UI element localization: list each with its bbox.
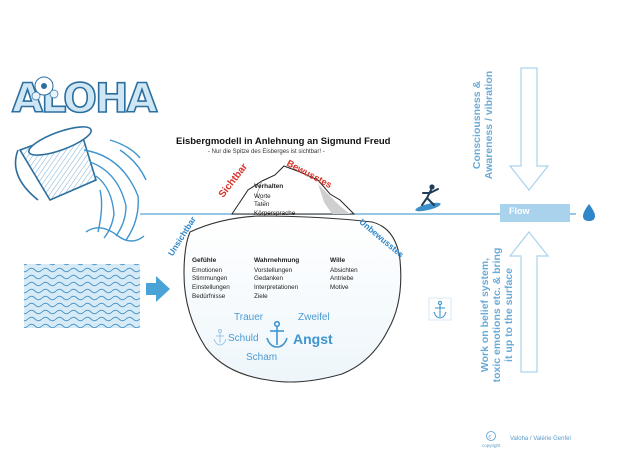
emotion-trauer: Trauer (234, 312, 264, 323)
arrow-up-icon (508, 231, 550, 373)
tip-heading: Verhalten (254, 183, 284, 190)
bucket-icon (14, 126, 97, 202)
emotion-angst: Angst (293, 331, 333, 347)
list-item: Absichten (330, 266, 358, 274)
list-item: Vorstellungen (254, 266, 293, 274)
emotion-schuld: Schuld (228, 333, 259, 344)
svg-text:c: c (488, 434, 491, 441)
pouring-water-icon (83, 139, 147, 242)
flow-label: Flow (509, 206, 530, 216)
list-item: Bedürfnisse (192, 292, 226, 300)
list-item: Emotionen (192, 266, 223, 274)
column-heading: Wahrnehmung (254, 257, 300, 264)
column-wille: Wille Absichten Antriebe Motive (330, 257, 358, 293)
list-item: Einstellungen (192, 284, 230, 291)
iceberg-underwater (183, 215, 402, 383)
list-item: Taten (254, 201, 270, 209)
list-item: Körpersprache (254, 210, 296, 217)
surfer-icon (415, 184, 441, 212)
water-block (24, 264, 140, 328)
list-item: Gedanken (254, 275, 284, 283)
aloha-logo: ALOHA (11, 75, 160, 123)
tip-list: Verhalten Worte Taten Körpersprache (254, 183, 295, 219)
list-item: Antriebe (330, 275, 354, 283)
emotion-zweifel: Zweifel (298, 312, 330, 323)
tip-items: Worte Taten Körpersprache (254, 193, 295, 219)
anchor-outline-icon (428, 297, 452, 321)
arrow-down-icon (508, 67, 550, 191)
column-gefuehle: Gefühle Emotionen Stimmungen Einstellung… (192, 257, 230, 301)
arrow-right-icon (146, 276, 170, 302)
list-item: Worte (254, 192, 271, 200)
water-drop-icon (583, 204, 595, 221)
diagram-title: Eisbergmodell in Anlehnung an Sigmund Fr… (176, 136, 391, 147)
iceberg-tip (231, 165, 356, 215)
small-anchor-icon (213, 329, 227, 346)
flow-bar (500, 204, 570, 222)
credit-text: Valoha / Valérie Genfel (510, 436, 571, 442)
list-item: Motive (330, 284, 349, 291)
diagram-subtitle: - Nur die Spitze des Eisberges ist sicht… (208, 149, 325, 155)
list-item: Stimmungen (192, 275, 228, 283)
belief-system-text: Work on belief system, toxic emotions et… (479, 247, 515, 383)
anchor-icon (266, 320, 288, 348)
column-heading: Gefühle (192, 257, 217, 264)
list-item: Ziele (254, 292, 268, 300)
list-item: Interpretationen (254, 284, 299, 291)
consciousness-text: Consciousness & Awareness / vibration (471, 70, 495, 180)
column-heading: Wille (330, 257, 346, 264)
copyright-label: copyright (482, 443, 501, 448)
copyright-icon: c (486, 431, 496, 441)
column-wahrnehmung: Wahrnehmung Vorstellungen Gedanken Inter… (254, 257, 300, 301)
emotion-scham: Scham (246, 352, 278, 363)
